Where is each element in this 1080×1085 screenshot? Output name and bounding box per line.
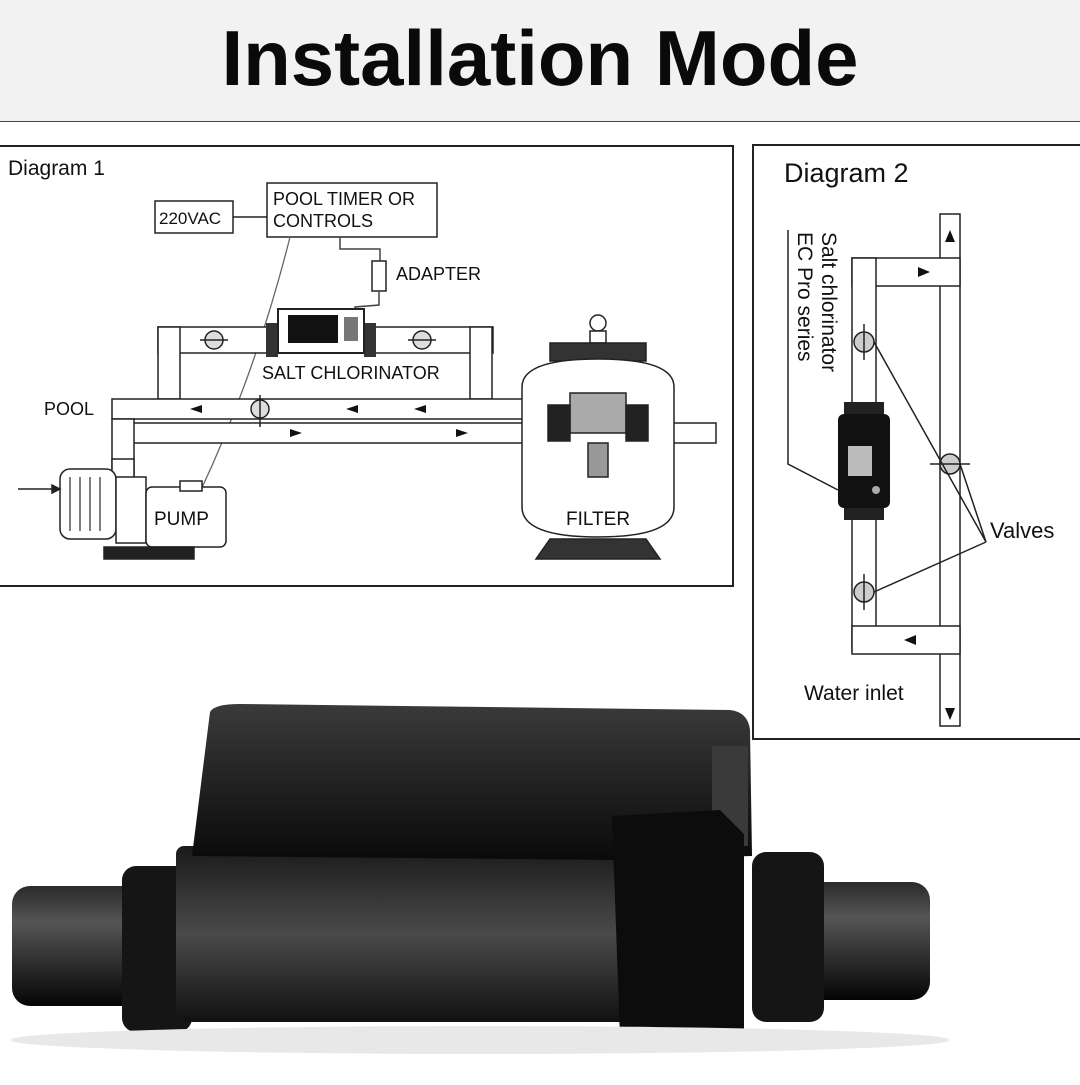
- controller-housing: [192, 704, 752, 860]
- product-photo: [0, 620, 1080, 1080]
- flow-arrows: [190, 405, 468, 437]
- valve-leader-lines: [873, 341, 987, 593]
- timer-label-line2: CONTROLS: [273, 211, 373, 231]
- adapter-wire: [339, 237, 381, 263]
- floor-shadow: [10, 1026, 950, 1054]
- pump-wire: [199, 236, 291, 493]
- lower-valve: [853, 574, 875, 610]
- header-banner: Installation Mode: [0, 0, 1080, 122]
- filter-unit: [521, 314, 675, 560]
- filter-label: FILTER: [566, 509, 630, 530]
- salt-chlorinator-image: [10, 704, 950, 1054]
- diagram-2-panel: Diagram 2: [752, 144, 1080, 740]
- end-cap: [612, 810, 744, 1038]
- valves-label: Valves: [990, 518, 1054, 543]
- main-valve: [250, 395, 270, 427]
- pump-label: PUMP: [154, 509, 209, 530]
- page-title: Installation Mode: [221, 14, 859, 102]
- diagram-1-panel: Diagram 1 220VAC POOL TIMER OR CONTROLS …: [0, 145, 734, 587]
- flow-arrows-2: [904, 230, 955, 720]
- diagram-1-illustration: Diagram 1 220VAC POOL TIMER OR CONTROLS …: [8, 157, 717, 560]
- timer-box: [266, 182, 438, 238]
- adapter-label: ADAPTER: [396, 264, 481, 284]
- left-union-nut: [122, 866, 192, 1032]
- timer-label-line1: POOL TIMER OR: [273, 189, 415, 209]
- right-pipe-stub: [790, 882, 930, 1000]
- power-label: 220VAC: [159, 209, 221, 228]
- right-union-nut: [752, 852, 824, 1022]
- middle-valve: [930, 453, 970, 475]
- chlorinator-label: SALT CHLORINATOR: [262, 363, 440, 383]
- clear-cell-body: [176, 846, 630, 1022]
- water-inlet-label: Water inlet: [804, 682, 904, 705]
- product-leader-line: [787, 230, 839, 491]
- diagram-2-illustration: Diagram 2: [784, 158, 1054, 727]
- chlorinator-unit: [266, 308, 376, 357]
- adapter-box: [371, 260, 387, 292]
- chlorinator-device: [838, 402, 890, 520]
- diagram-1-title: Diagram 1: [8, 157, 105, 180]
- diagram-2-title: Diagram 2: [784, 158, 909, 188]
- bypass-valve-left: [200, 330, 228, 350]
- bypass-valve-right: [408, 330, 436, 350]
- product-label-line2: EC Pro series: [793, 232, 816, 362]
- power-box: [154, 200, 234, 234]
- product-label-line1: Salt chlorinator: [817, 232, 840, 372]
- pump-unit: [18, 468, 227, 560]
- pool-label: POOL: [44, 399, 94, 419]
